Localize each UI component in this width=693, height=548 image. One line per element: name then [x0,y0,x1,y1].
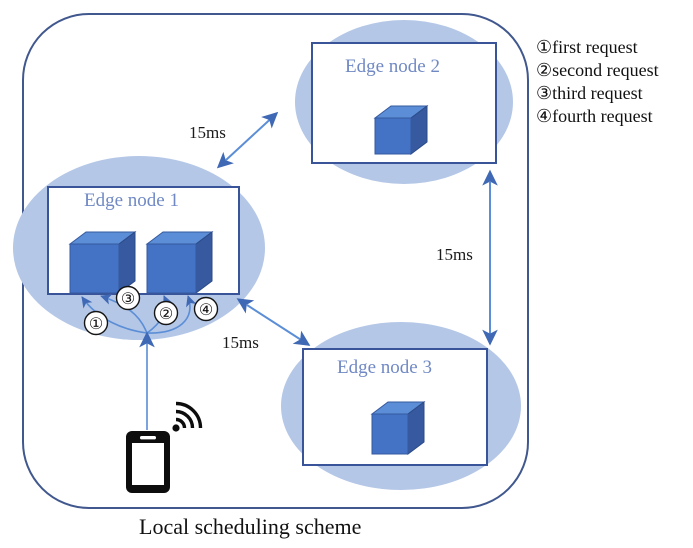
latency-node1-node3-label: 15ms [222,333,259,352]
latency-node1-node2-label: 15ms [189,123,226,142]
request-arrow-3 [100,294,148,334]
marker-2-circle [153,300,179,326]
latency-node2-node3-label: 15ms [436,245,473,264]
arrow-node1-node2 [216,111,279,169]
edge-node-1-label: Edge node 1 [84,190,179,211]
marker-2-label: ② [159,306,173,323]
edge-node-2-label: Edge node 2 [345,56,440,77]
marker-3-circle [115,285,141,311]
request-arrow-4 [146,295,197,334]
mobile-phone-icon [126,431,170,493]
marker-3-label: ③ [121,291,135,308]
edge-node-2-cube [373,105,429,155]
marker-4-circle [193,296,219,322]
marker-4-label: ④ [199,302,213,319]
request-legend: ①first request ②second request ③third re… [536,36,659,128]
marker-1-label: ① [89,316,103,333]
legend-item-3: ③third request [536,83,643,103]
diagram-caption: Local scheduling scheme [139,514,362,539]
edge-node-1-cube-b [145,231,214,294]
arrow-node1-node3 [236,298,311,346]
wifi-signal-icon [172,401,203,432]
legend-item-1: ①first request [536,37,638,57]
edge-node-1-cube-a [68,231,137,294]
legend-item-4: ④fourth request [536,106,653,126]
edge-node-3-cube [370,401,426,455]
marker-1-circle [83,310,109,336]
edge-node-3-label: Edge node 3 [337,357,432,378]
legend-item-2: ②second request [536,60,659,80]
